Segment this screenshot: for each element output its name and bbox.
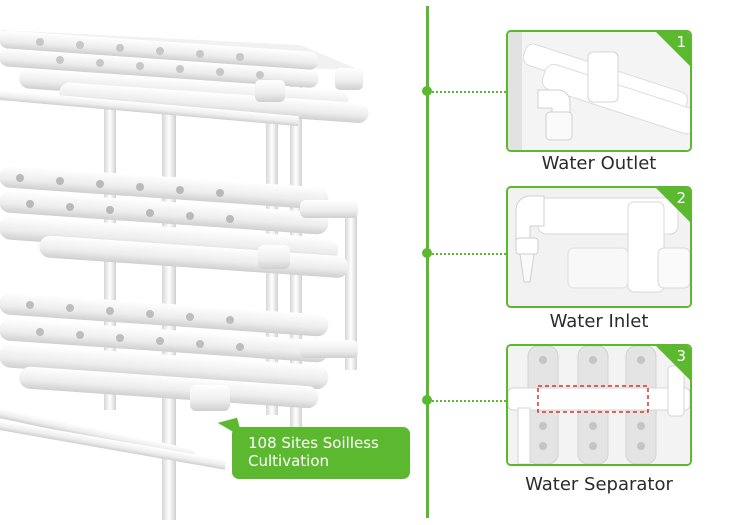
connector-dots-2 (432, 253, 506, 255)
panel-water-inlet: 2 (506, 186, 692, 308)
callout-line-1: 108 Sites Soilless (248, 434, 379, 452)
middle-tier (0, 165, 358, 278)
water-separator-photo (508, 346, 690, 464)
panel-water-outlet: 1 (506, 30, 692, 152)
connector-node-3 (422, 395, 432, 405)
badge-triangle-2 (656, 188, 690, 222)
badge-number-3: 3 (676, 347, 686, 365)
divider-line (426, 6, 429, 518)
top-tier (0, 30, 369, 127)
badge-triangle-1 (656, 32, 690, 66)
bottom-tier (0, 292, 358, 411)
caption-water-inlet: Water Inlet (549, 311, 649, 332)
connector-dots-1 (432, 91, 506, 93)
badge-triangle-3 (656, 346, 690, 380)
separator-highlight-box (537, 385, 649, 413)
connector-node-1 (422, 86, 432, 96)
badge-number-1: 1 (676, 33, 686, 51)
connector-node-2 (422, 248, 432, 258)
badge-number-2: 2 (676, 189, 686, 207)
callout-line-2: Cultivation (248, 452, 329, 470)
panel-water-separator: 3 (506, 344, 692, 466)
water-outlet-photo (508, 32, 690, 150)
hydroponic-rack-image (0, 30, 369, 520)
caption-water-outlet: Water Outlet (541, 153, 657, 174)
connector-dots-3 (432, 400, 506, 402)
caption-water-separator: Water Separator (525, 474, 673, 495)
sites-callout: 108 Sites Soilless Cultivation (232, 427, 410, 479)
